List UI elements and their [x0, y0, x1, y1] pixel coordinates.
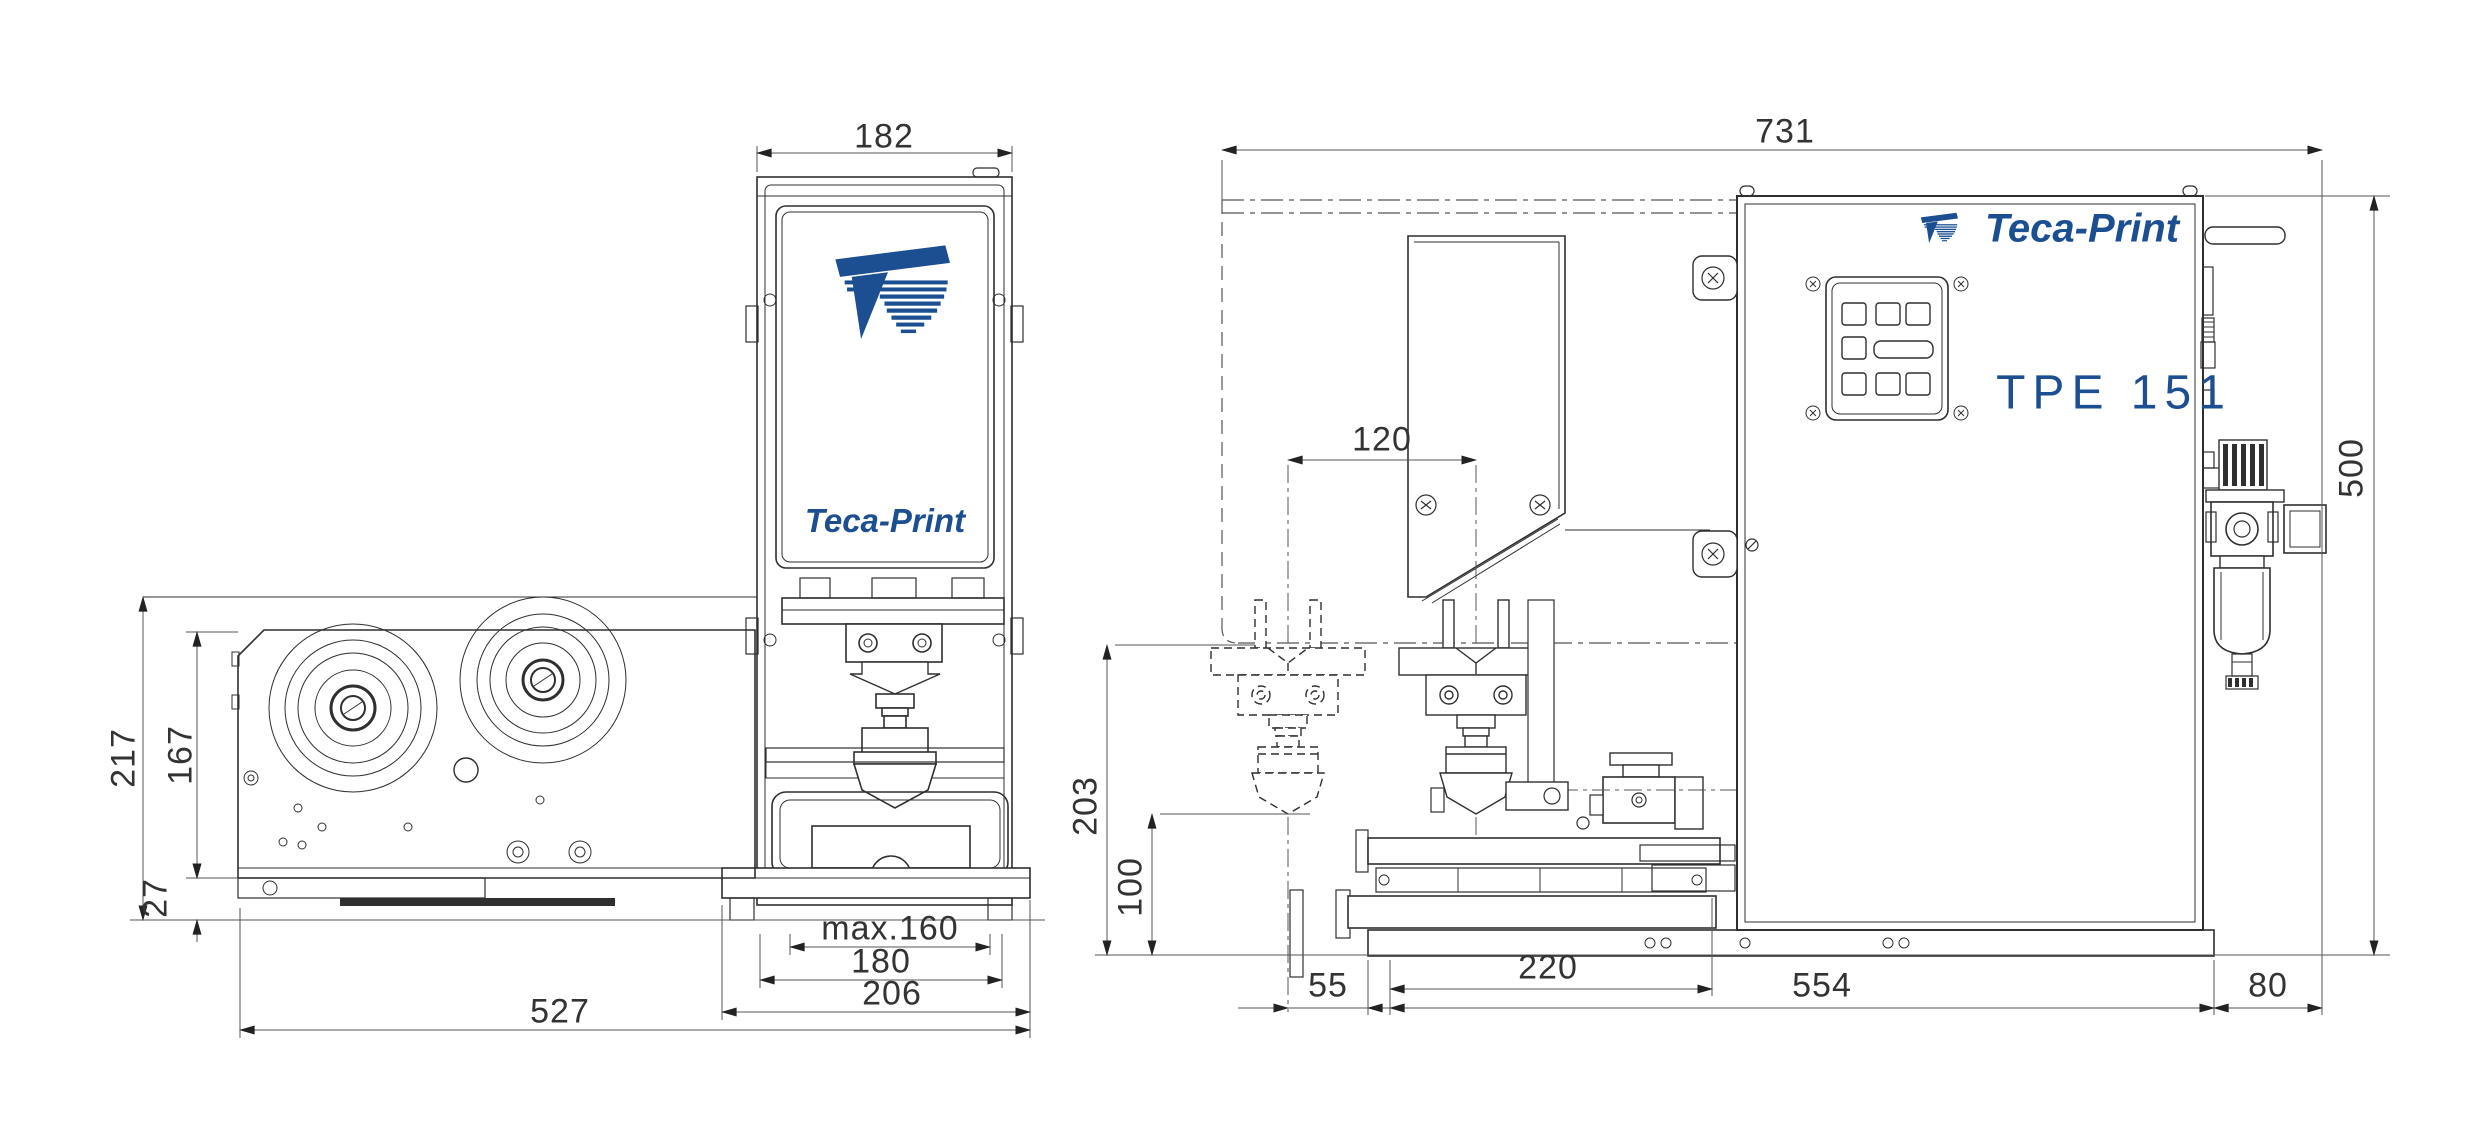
dim-pad-area-max: max.160 — [821, 909, 959, 948]
dim-total-height-front: 217 — [104, 728, 143, 788]
dim-tower-width: 182 — [854, 117, 914, 156]
dim-base-length: 554 — [1792, 966, 1852, 1005]
brand-wordmark-side: Teca-Print — [1984, 206, 2180, 251]
dim-total-length: 731 — [1755, 112, 1815, 151]
dim-base-width: 527 — [530, 992, 590, 1031]
front-view-lineart — [143, 167, 1031, 921]
dim-rear-offset: 80 — [2248, 966, 2288, 1005]
dim-work-height: 100 — [1111, 857, 1150, 917]
dimension-lines — [130, 145, 2390, 1038]
dim-front-offset: 55 — [1308, 966, 1348, 1005]
brand-wordmark-front: Teca-Print — [804, 502, 966, 539]
dim-foot-height: 27 — [136, 878, 175, 918]
dim-body-height: 167 — [161, 725, 200, 785]
dim-table-travel: 220 — [1518, 948, 1578, 987]
dim-total-height-side: 500 — [2332, 438, 2371, 498]
dim-table-width: 180 — [851, 942, 911, 981]
dim-head-height: 203 — [1066, 776, 1105, 836]
dim-pad-stroke: 120 — [1352, 420, 1412, 459]
model-label: TPE 151 — [1996, 366, 2232, 420]
dim-foot-width: 206 — [862, 974, 922, 1013]
side-view-lineart — [1210, 185, 2327, 1012]
